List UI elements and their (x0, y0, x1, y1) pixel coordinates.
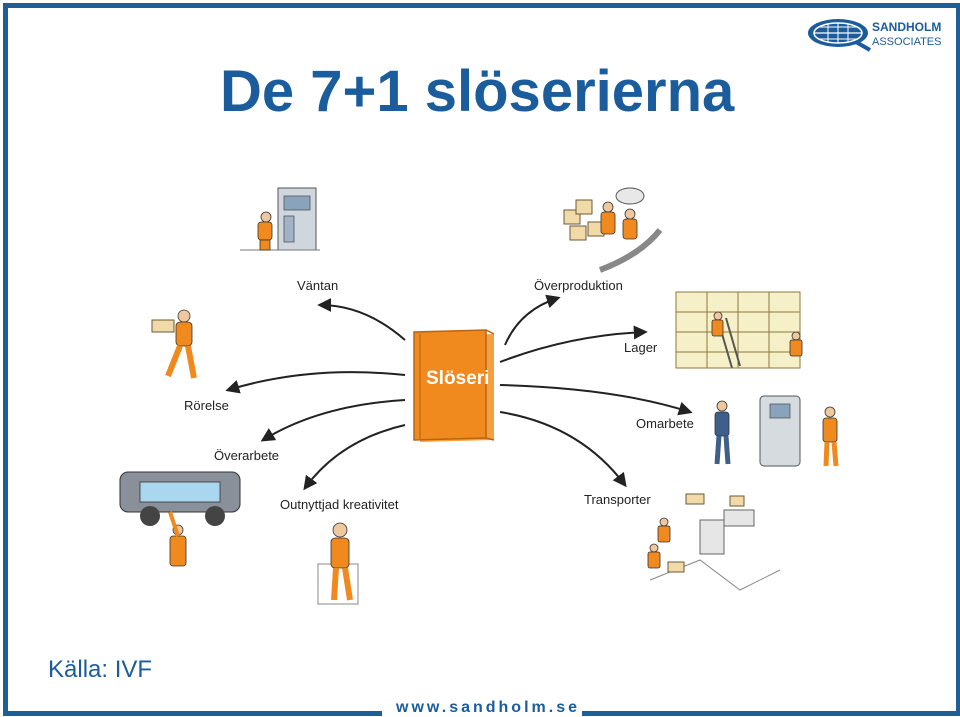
illustration-overproduktion (563, 187, 663, 273)
illustration-rorelse (151, 309, 197, 379)
arrow-transporter (499, 411, 627, 488)
logo-line2: ASSOCIATES (872, 36, 942, 48)
arrow-rorelse (225, 371, 406, 394)
logo-line1: SANDHOLM (872, 20, 942, 34)
arrow-overarbete (260, 399, 406, 442)
label-transporter: Transporter (584, 492, 651, 507)
label-lager: Lager (624, 340, 658, 355)
illustration-vantan (240, 187, 320, 251)
illustration-transporter (647, 493, 781, 591)
arrow-omarbete (499, 384, 693, 416)
arrow-vantan (317, 298, 406, 341)
source-text: Källa: IVF (48, 656, 153, 683)
center-book (413, 329, 495, 442)
label-overarbete: Överarbete (214, 448, 280, 463)
arrow-lager (499, 325, 648, 363)
label-overproduktion: Överproduktion (534, 278, 623, 293)
slide-title: De 7+1 slöserierna (220, 59, 735, 124)
label-vantan: Väntan (297, 278, 339, 293)
label-rorelse: Rörelse (184, 398, 229, 413)
illustration-overarbete (119, 471, 241, 567)
arrow-overproduktion (504, 294, 561, 346)
illustration-lager (675, 291, 803, 369)
website-link[interactable]: www.sandholm.se (396, 699, 580, 716)
center-label: Slöseri (426, 368, 490, 389)
arrow-outnyttjad (303, 424, 406, 491)
label-omarbete: Omarbete (636, 416, 694, 431)
sandholm-logo (808, 19, 871, 52)
illustration-omarbete (714, 395, 839, 467)
footer-gap (382, 700, 582, 717)
label-outnyttjad: Outnyttjad kreativitet (280, 497, 399, 512)
arrows (225, 294, 693, 491)
illustration-outnyttjad (317, 522, 359, 605)
